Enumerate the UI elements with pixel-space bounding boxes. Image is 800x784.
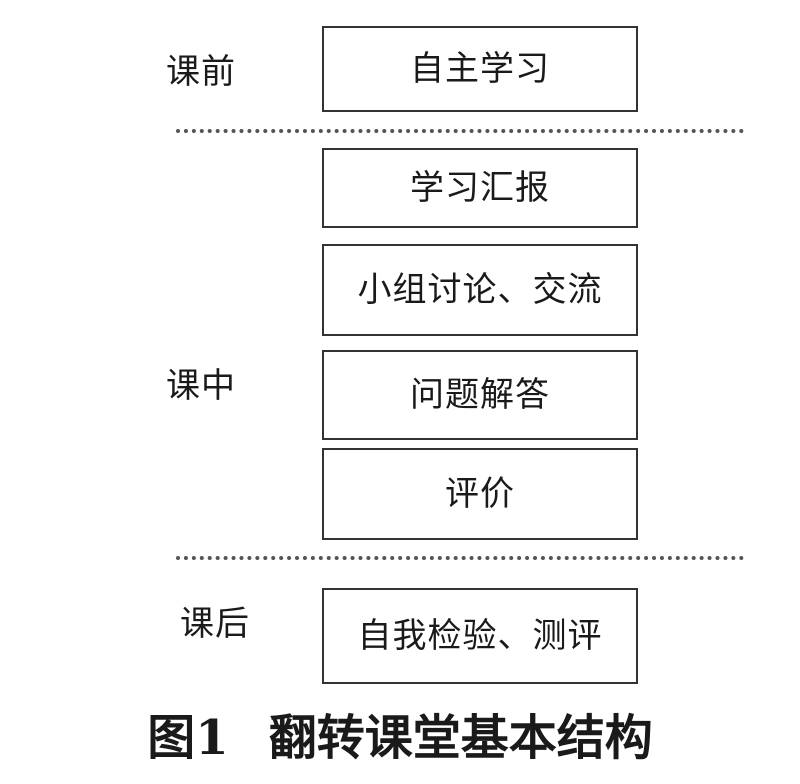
figure-number: 图1	[147, 710, 229, 766]
step-label-qa: 问题解答	[410, 375, 550, 415]
phase-label-after: 课后	[180, 604, 250, 644]
step-box-evaluation: 评价	[322, 448, 638, 540]
phase-label-before: 课前	[166, 52, 236, 92]
step-label-evaluation: 评价	[445, 474, 515, 514]
step-label-self-study: 自主学习	[410, 49, 550, 89]
phase-label-during: 课中	[166, 366, 236, 406]
step-label-report: 学习汇报	[410, 168, 550, 208]
figure-caption: 图1 翻转课堂基本结构	[0, 702, 800, 774]
step-box-group-discussion: 小组讨论、交流	[322, 244, 638, 336]
step-label-self-check: 自我检验、测评	[357, 616, 603, 656]
divider-during-after	[176, 556, 744, 560]
figure-title: 翻转课堂基本结构	[268, 710, 653, 766]
step-label-group-discussion: 小组讨论、交流	[357, 270, 603, 310]
step-box-report: 学习汇报	[322, 148, 638, 228]
step-box-self-study: 自主学习	[322, 26, 638, 112]
step-box-self-check: 自我检验、测评	[322, 588, 638, 684]
divider-before-during	[176, 129, 744, 133]
step-box-qa: 问题解答	[322, 350, 638, 440]
